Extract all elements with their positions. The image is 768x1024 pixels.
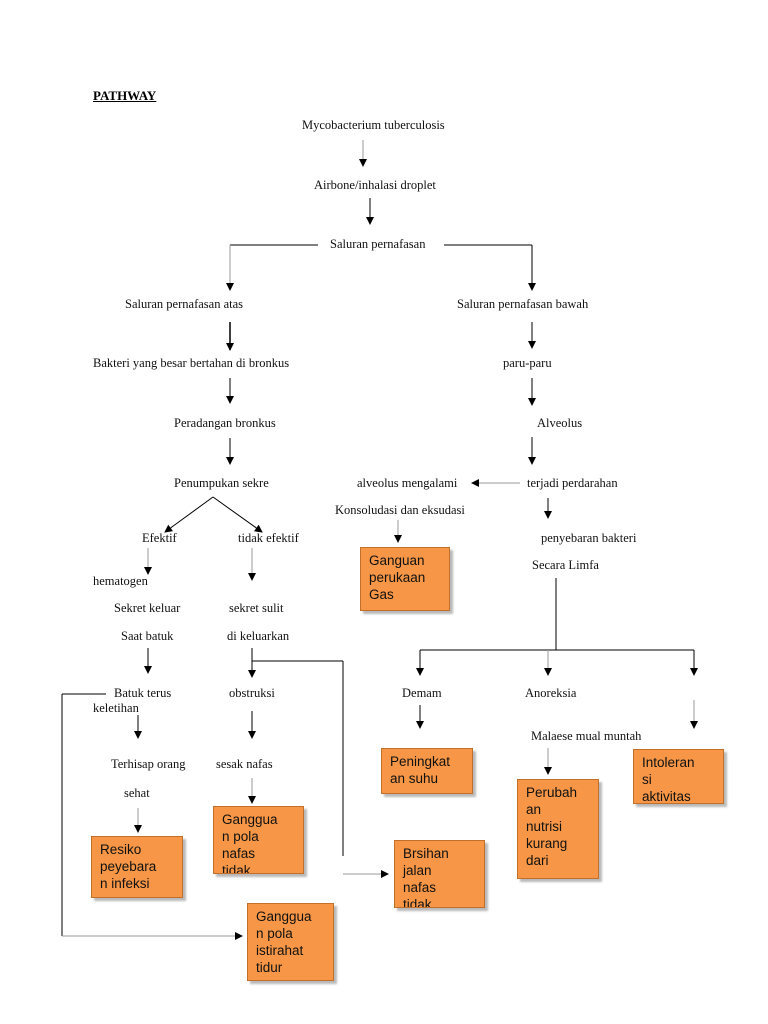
node-alveolus: Alveolus [537,416,583,430]
node-batuk-terus: Batuk terus [114,686,172,700]
box-peningkatan-suhu: Peningkat an suhu [381,748,473,794]
box-intoleransi-aktivitas: Intoleran si aktivitas [633,749,724,804]
node-hematogen: hematogen [93,574,148,588]
node-sehat: sehat [124,786,150,800]
node-sekret-sulit: sekret sulit [229,601,284,615]
node-sesak-nafas: sesak nafas [216,757,273,771]
node-demam: Demam [402,686,442,700]
node-tidak-efektif: tidak efektif [238,531,299,545]
node-mycobacterium: Mycobacterium tuberculosis [302,118,445,132]
node-peradangan-bronkus: Peradangan bronkus [174,416,276,430]
node-efektif: Efektif [142,531,177,545]
node-paru-paru: paru-paru [503,356,552,370]
box-ganguan-perukaan-gas: Ganguan perukaan Gas [360,547,450,611]
node-saluran-atas: Saluran pernafasan atas [125,297,243,311]
node-secara-limfa: Secara Limfa [532,558,599,572]
arrow-penumpukan-efektif [164,496,214,533]
node-alveolus-mengalami: alveolus mengalami [357,476,458,490]
node-obstruksi: obstruksi [229,686,275,700]
node-saluran-pernafasan: Saluran pernafasan [330,237,426,251]
node-airbone: Airbone/inhalasi droplet [314,178,436,192]
node-anoreksia: Anoreksia [525,686,577,700]
box-perubahan-nutrisi: Perubah an nutrisi kurang dari [517,779,599,879]
box-bersihan-jalan-nafas: Brsihan jalan nafas tidak [394,840,485,908]
node-bakteri-bronkus: Bakteri yang besar bertahan di bronkus [93,356,290,370]
node-terjadi-perdarahan: terjadi perdarahan [527,476,618,490]
node-konsolidasi: Konsoludasi dan eksudasi [335,503,465,517]
node-saat-batuk: Saat batuk [121,629,174,643]
page-title: PATHWAY [93,88,157,103]
node-sekret-keluar: Sekret keluar [114,601,181,615]
arrow-penumpukan-tidak-efektif [212,496,263,533]
node-penyebaran-bakteri: penyebaran bakteri [541,531,637,545]
node-di-keluarkan: di keluarkan [227,629,290,643]
node-penumpukan-sekre: Penumpukan sekre [174,476,269,490]
box-gangguan-pola-istirahat: Ganggua n pola istirahat tidur [247,903,334,981]
node-terhisap-orang: Terhisap orang [111,757,186,771]
node-saluran-bawah: Saluran pernafasan bawah [457,297,589,311]
node-malaese: Malaese mual muntah [531,729,642,743]
box-gangguan-pola-nafas: Ganggua n pola nafas tidak [213,806,304,874]
box-resiko-penyebaran: Resiko peyebara n infeksi [91,836,183,898]
node-keletihan: keletihan [93,701,139,715]
